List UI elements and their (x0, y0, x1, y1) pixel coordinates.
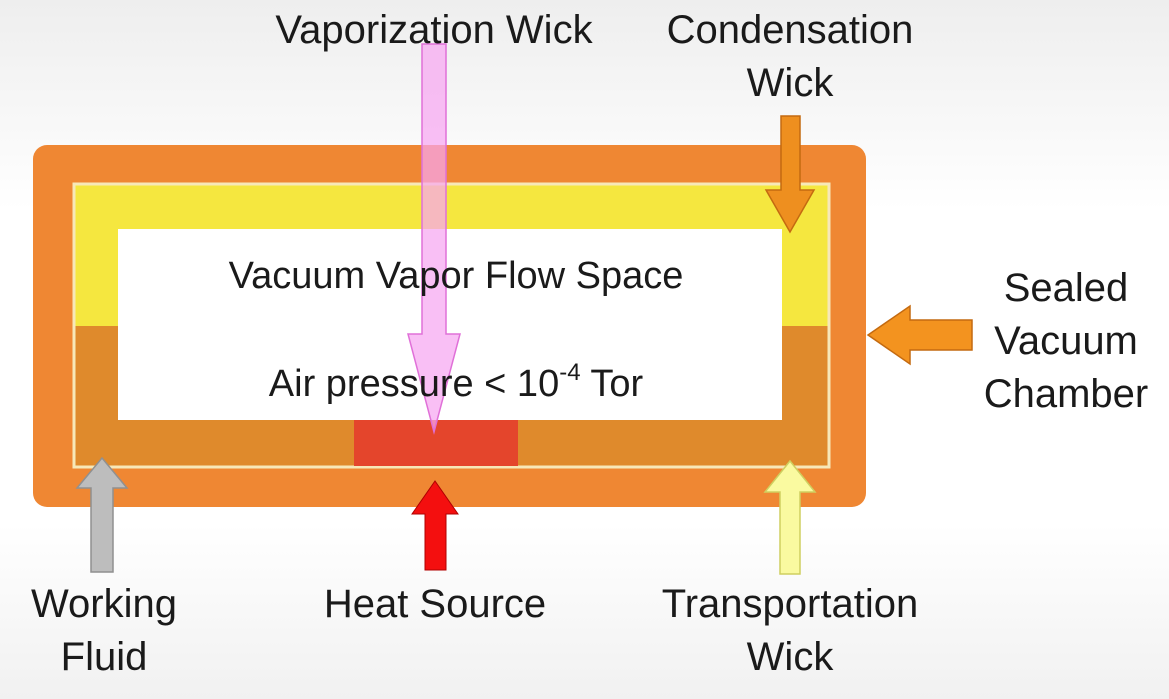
heat-source-pad (354, 420, 518, 466)
condensation-arrow-icon (764, 115, 816, 234)
vaporization-arrow-icon (407, 43, 461, 435)
heat-source-label: Heat Source (323, 582, 547, 626)
condensation-wick-label: Condensation Wick (666, 8, 914, 105)
working-fluid-label: Working Fluid (31, 582, 177, 679)
heat-source-arrow-icon (411, 480, 459, 571)
transportation-wick-arrow-icon (763, 459, 817, 575)
sealed-vacuum-chamber-label: Sealed Vacuum Chamber (983, 266, 1149, 416)
vaporization-wick-label: Vaporization Wick (275, 8, 593, 52)
working-fluid-arrow-icon (75, 456, 129, 573)
vacuum-space-label: Vacuum Vapor Flow Space (228, 255, 684, 297)
vapor-flow-space (118, 229, 782, 420)
sealed-chamber-arrow-icon (866, 304, 973, 366)
transportation-wick-label: Transportation Wick (661, 582, 919, 679)
wick-outline (72, 182, 831, 469)
air-pressure-label: Air pressure < 10-4 Tor (268, 359, 644, 406)
